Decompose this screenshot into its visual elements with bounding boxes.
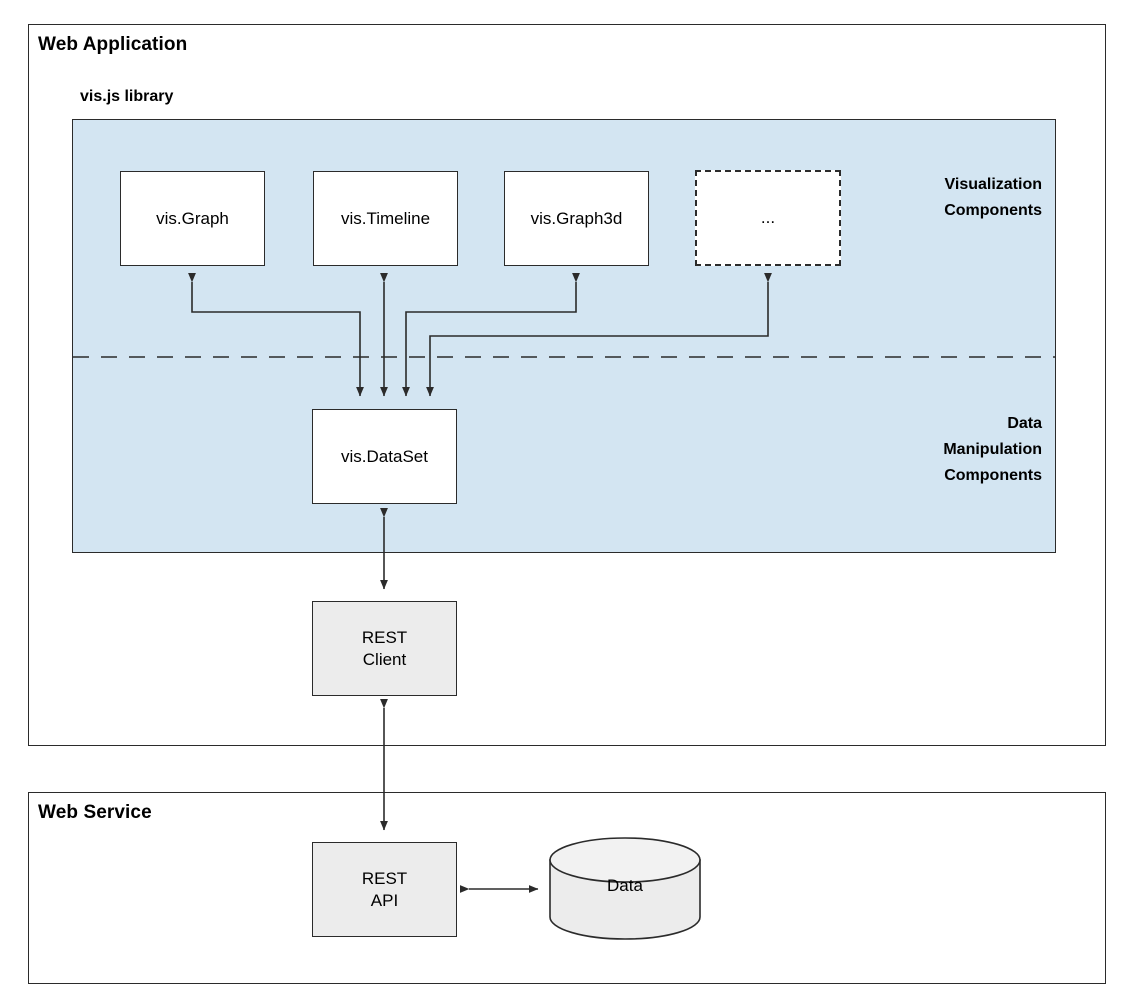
node-vis-graph[interactable]: vis.Graph	[120, 171, 265, 266]
web-service-title: Web Service	[38, 802, 152, 823]
node-rest-api[interactable]: REST API	[312, 842, 457, 937]
node-vis-graph3d[interactable]: vis.Graph3d	[504, 171, 649, 266]
node-vis-dataset[interactable]: vis.DataSet	[312, 409, 457, 504]
node-more-components-placeholder[interactable]: ...	[695, 170, 841, 266]
vis-js-library-title: vis.js library	[80, 88, 174, 105]
visualization-components-label: Visualization Components	[944, 176, 1042, 219]
node-vis-timeline[interactable]: vis.Timeline	[313, 171, 458, 266]
node-rest-client[interactable]: REST Client	[312, 601, 457, 696]
web-application-title: Web Application	[38, 34, 188, 55]
data-manipulation-components-label: Data Manipulation Components	[943, 415, 1042, 484]
database-label: Data	[607, 876, 643, 895]
